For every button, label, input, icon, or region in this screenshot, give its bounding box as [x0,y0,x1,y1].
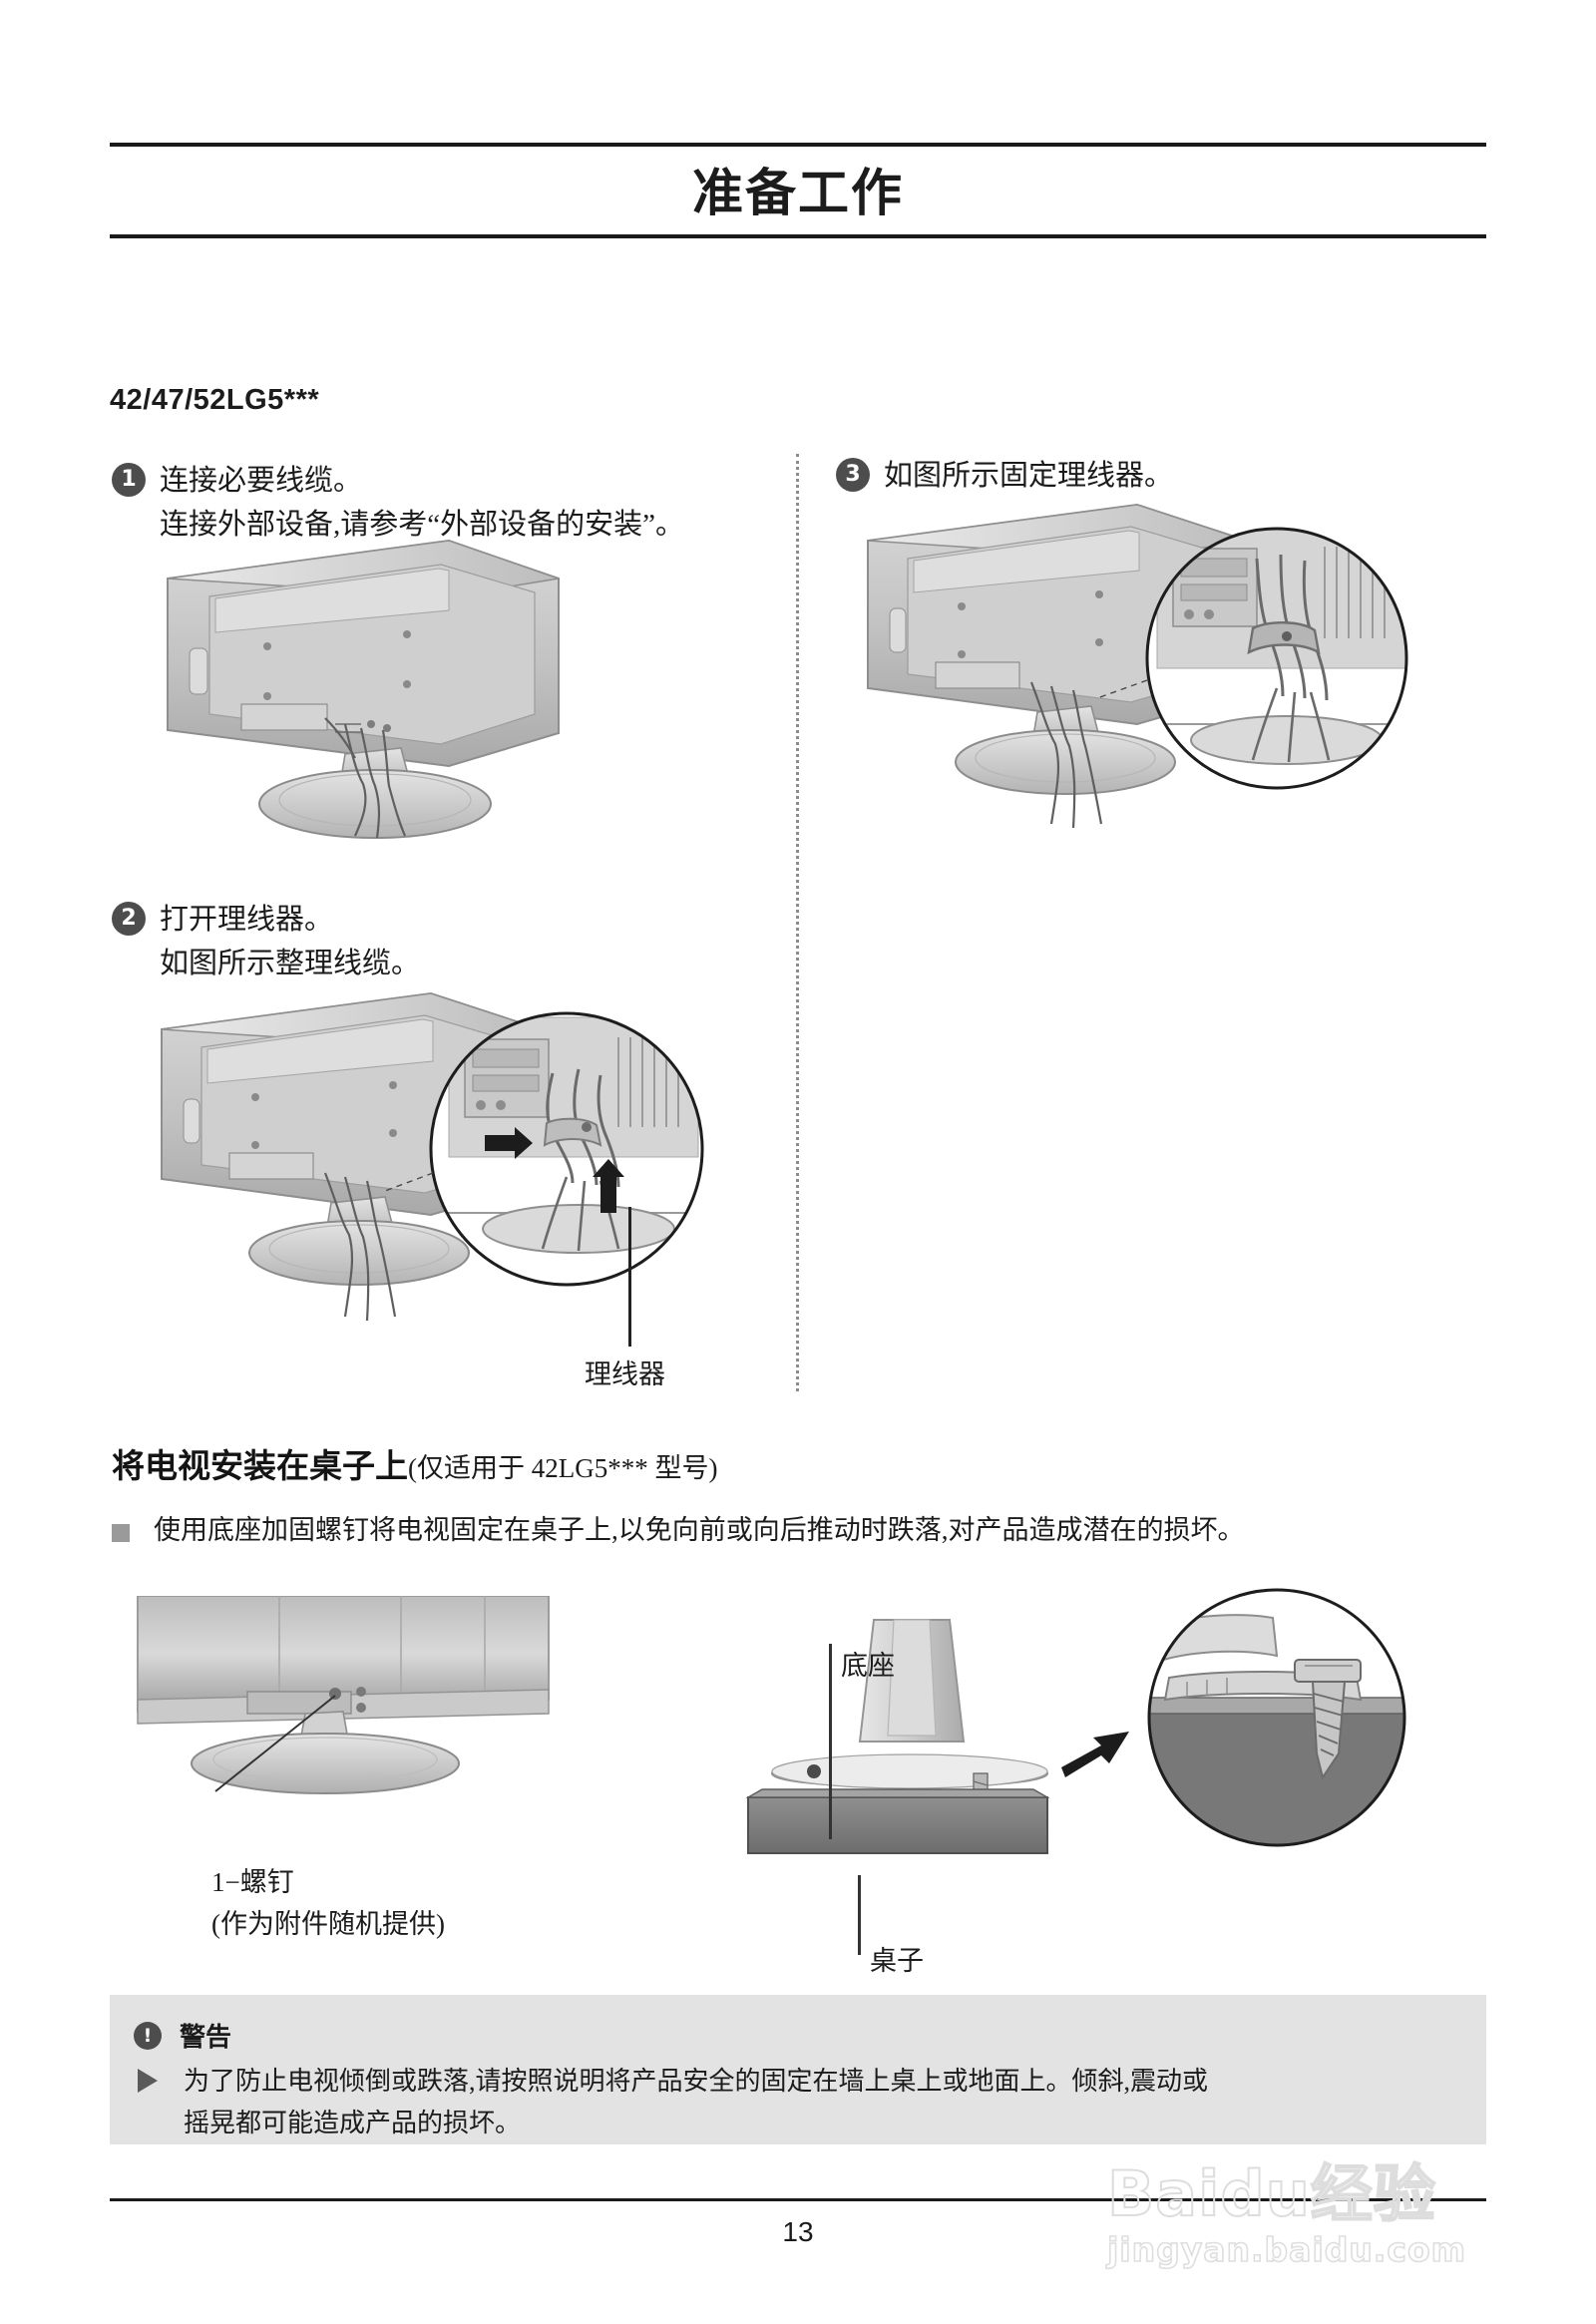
label-screw-line-1: 1−螺钉 [211,1867,294,1897]
warning-line-2: 摇晃都可能造成产品的损坏。 [184,2109,522,2137]
step-2-line-1: 打开理线器。 [160,904,334,936]
header-rule-top [110,143,1486,147]
figure-tv-rear-cables [150,519,569,853]
figure-tv-stand-screw [130,1595,608,1850]
base-leader-line [829,1644,832,1839]
model-number: 42/47/52LG5*** [110,384,320,416]
exclamation-icon: ! [134,2021,162,2050]
section-heading-table-mount: 将电视安装在桌子上(仅适用于 42LG5*** 型号) [112,1439,717,1487]
figure-cable-holder-fixed [858,489,1456,853]
step-2-number: 2 [112,902,146,936]
page-number: 13 [782,2216,814,2247]
step-1-number: 1 [112,463,146,497]
table-mount-bullet: 使用底座加固螺钉将电视固定在桌子上,以免向前或向后推动时跌落,对产品造成潜在的损… [112,1508,1488,1547]
label-table: 桌子 [870,1946,924,1976]
column-divider [796,454,799,1391]
square-bullet-icon [112,1523,130,1542]
figure-base-screw-table [718,1586,1436,1940]
step-1: 1 连接必要线缆。 连接外部设备,请参考“外部设备的安装”。 [112,459,684,547]
warning-line-1: 为了防止电视倾倒或跌落,请按照说明将产品安全的固定在墙上桌上或地面上。倾斜,震动… [184,2067,1209,2096]
step-1-line-1: 连接必要线缆。 [160,465,363,497]
warning-title: 警告 [180,2023,232,2053]
step-2-line-2: 如图所示整理线缆。 [160,948,421,979]
section-heading-main: 将电视安装在桌子上 [112,1446,408,1485]
section-heading-sub: (仅适用于 42LG5*** 型号) [408,1453,718,1483]
table-leader-line [858,1875,861,1955]
warning-header: ! 警告 [134,2017,231,2054]
cable-holder-leader-line [628,1207,631,1347]
page-title: 准备工作 [691,165,904,223]
footer-rule [110,2198,1486,2201]
step-3-line-1: 如图所示固定理线器。 [884,460,1174,492]
label-screw: 1−螺钉 (作为附件随机提供) [211,1861,445,1945]
warning-box: ! 警告 为了防止电视倾倒或跌落,请按照说明将产品安全的固定在墙上桌上或地面上。… [110,1995,1486,2144]
step-1-line-2: 连接外部设备,请参考“外部设备的安装”。 [160,509,684,541]
table-mount-bullet-text: 使用底座加固螺钉将电视固定在桌子上,以免向前或向后推动时跌落,对产品造成潜在的损… [154,1515,1245,1545]
label-screw-line-2: (作为附件随机提供) [211,1909,445,1939]
step-2: 2 打开理线器。 如图所示整理线缆。 [112,898,420,985]
step-3-number: 3 [836,458,870,492]
warning-body: 为了防止电视倾倒或跌落,请按照说明将产品安全的固定在墙上桌上或地面上。倾斜,震动… [138,2061,1464,2144]
label-base: 底座 [841,1651,895,1681]
label-cable-holder: 理线器 [585,1359,665,1389]
step-3: 3 如图所示固定理线器。 [836,454,1173,498]
triangle-bullet-icon [138,2069,158,2093]
figure-tv-cable-holder-open [150,977,748,1352]
header-rule-bottom [110,234,1486,238]
